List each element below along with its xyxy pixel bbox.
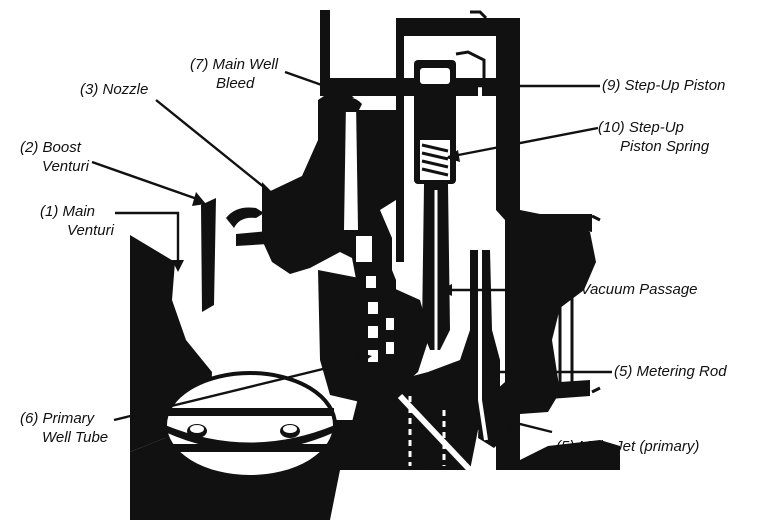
leader-lines <box>91 70 612 434</box>
arrowhead <box>358 352 372 364</box>
leader-main-jet <box>495 416 553 434</box>
leader-nozzle <box>155 99 271 193</box>
throttle-plate <box>163 371 337 479</box>
label-metering-rod: (5) Metering Rod <box>614 363 727 380</box>
arrowhead <box>340 86 354 100</box>
leader-primary-well-tube <box>113 356 369 422</box>
arrowhead <box>494 414 506 424</box>
arrowhead <box>192 192 206 206</box>
arrowhead <box>262 182 276 198</box>
label-main-jet: (5) Main Jet (primary) <box>556 438 700 455</box>
arrowhead <box>440 284 452 296</box>
label-step-up-piston: (9) Step-Up Piston <box>602 77 726 94</box>
leader-step-up-spring <box>447 126 599 159</box>
leader-main-well-bleed <box>284 70 351 97</box>
label-step-up-piston-spring: (10) Step-Up Piston Spring <box>598 119 710 155</box>
label-main-venturi: (1) Main Venturi <box>40 203 114 239</box>
label-primary-well-tube: (6) Primary Well Tube <box>20 410 109 446</box>
label-main-well-bleed: (7) Main Well Bleed <box>190 56 279 92</box>
label-boost-venturi: (2) Boost Venturi <box>20 139 89 175</box>
label-vacuum-passage: (8) Vacuum Passage <box>558 281 698 298</box>
label-nozzle: (3) Nozzle <box>80 81 149 98</box>
arrowhead <box>446 150 460 162</box>
interior-details <box>340 10 601 473</box>
arrowhead <box>458 80 470 92</box>
arrowhead <box>172 260 184 272</box>
arrowhead <box>486 366 498 378</box>
leader-main-venturi <box>115 211 180 265</box>
leader-boost-venturi <box>91 160 201 202</box>
